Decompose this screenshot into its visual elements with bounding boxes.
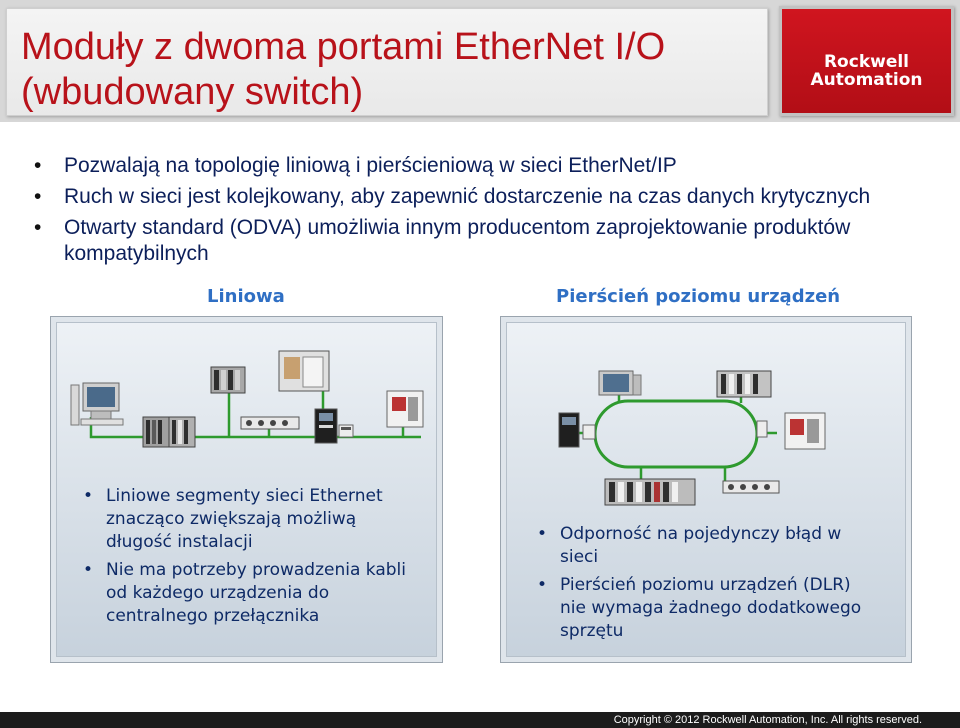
ring-point-item: • Odporność na pojedynczy błąd w sieci (537, 523, 877, 569)
plc-rack-icon (604, 478, 696, 506)
title-box: Moduły z dwoma portami EtherNet I/O (wbu… (6, 8, 768, 116)
ring-point-item: • Pierścień poziomu urządzeń (DLR) nie w… (537, 574, 877, 643)
computer-icon (598, 370, 642, 396)
ring-network-icon (593, 399, 759, 469)
plc-rack-icon (142, 416, 170, 448)
linear-point-text: Nie ma potrzeby prowadzenia kabli od każ… (106, 560, 406, 626)
control-cabinet-icon (278, 350, 330, 392)
bullet-list: • Pozwalają na topologię liniową i pierś… (34, 153, 934, 272)
footer-bar: Copyright © 2012 Rockwell Automation, In… (0, 712, 960, 728)
linear-topology-label: Liniowa (207, 286, 285, 307)
bullet-dot-icon: • (34, 216, 42, 239)
io-block-icon (240, 416, 300, 430)
ring-point-text: Odporność na pojedynczy błąd w sieci (560, 524, 842, 567)
slide-header: Moduły z dwoma portami EtherNet I/O (wbu… (0, 0, 960, 122)
title-line-2: (wbudowany switch) (21, 71, 364, 113)
bullet-dot-icon: • (34, 154, 42, 177)
network-cable (571, 393, 777, 483)
bullet-text: Ruch w sieci jest kolejkowany, aby zapew… (64, 185, 871, 208)
ring-points-list: • Odporność na pojedynczy błąd w sieci •… (537, 523, 877, 648)
control-panel-icon (784, 412, 826, 450)
io-block-icon (582, 424, 596, 440)
rockwell-logo: Rockwell Automation (779, 6, 954, 116)
bullet-item: • Pozwalają na topologię liniową i pierś… (34, 153, 934, 179)
logo-line-2: Automation (810, 70, 923, 90)
ring-topology-label: Pierścień poziomu urządzeń (556, 286, 841, 307)
plc-rack-icon (210, 366, 246, 394)
linear-point-item: • Liniowe segmenty sieci Ethernet znaczą… (83, 485, 423, 554)
bullet-text: Pozwalają na topologię liniową i pierści… (64, 154, 677, 177)
linear-point-text: Liniowe segmenty sieci Ethernet znacząco… (106, 486, 383, 552)
io-block-icon (338, 424, 354, 438)
slide-title: Moduły z dwoma portami EtherNet I/O (wbu… (21, 25, 665, 115)
plc-rack-icon (716, 370, 772, 398)
io-block-icon (722, 480, 780, 494)
bullet-dot-icon: • (83, 560, 94, 580)
linear-topology-diagram (70, 350, 424, 448)
bullet-dot-icon: • (83, 486, 94, 506)
computer-icon (70, 382, 124, 426)
bullet-dot-icon: • (537, 524, 548, 544)
linear-points-list: • Liniowe segmenty sieci Ethernet znaczą… (83, 485, 423, 633)
plc-rack-icon (168, 416, 196, 448)
title-line-1: Moduły z dwoma portami EtherNet I/O (21, 26, 666, 68)
linear-point-item: • Nie ma potrzeby prowadzenia kabli od k… (83, 559, 423, 628)
bullet-dot-icon: • (34, 185, 42, 208)
bullet-item: • Ruch w sieci jest kolejkowany, aby zap… (34, 184, 934, 210)
bullet-item: • Otwarty standard (ODVA) umożliwia inny… (34, 215, 934, 267)
io-block-icon (756, 420, 768, 438)
bullet-dot-icon: • (537, 575, 548, 595)
ring-topology-panel: • Odporność na pojedynczy błąd w sieci •… (500, 316, 912, 663)
linear-topology-panel: • Liniowe segmenty sieci Ethernet znaczą… (50, 316, 443, 663)
control-panel-icon (386, 390, 424, 428)
bullet-text: Otwarty standard (ODVA) umożliwia innym … (64, 216, 851, 265)
logo-line-1: Rockwell (823, 52, 910, 72)
copyright-text: Copyright © 2012 Rockwell Automation, In… (613, 714, 922, 726)
drive-icon (558, 412, 580, 448)
drive-icon (314, 408, 338, 444)
ring-topology-diagram (558, 370, 826, 506)
ring-point-text: Pierścień poziomu urządzeń (DLR) nie wym… (560, 575, 862, 641)
